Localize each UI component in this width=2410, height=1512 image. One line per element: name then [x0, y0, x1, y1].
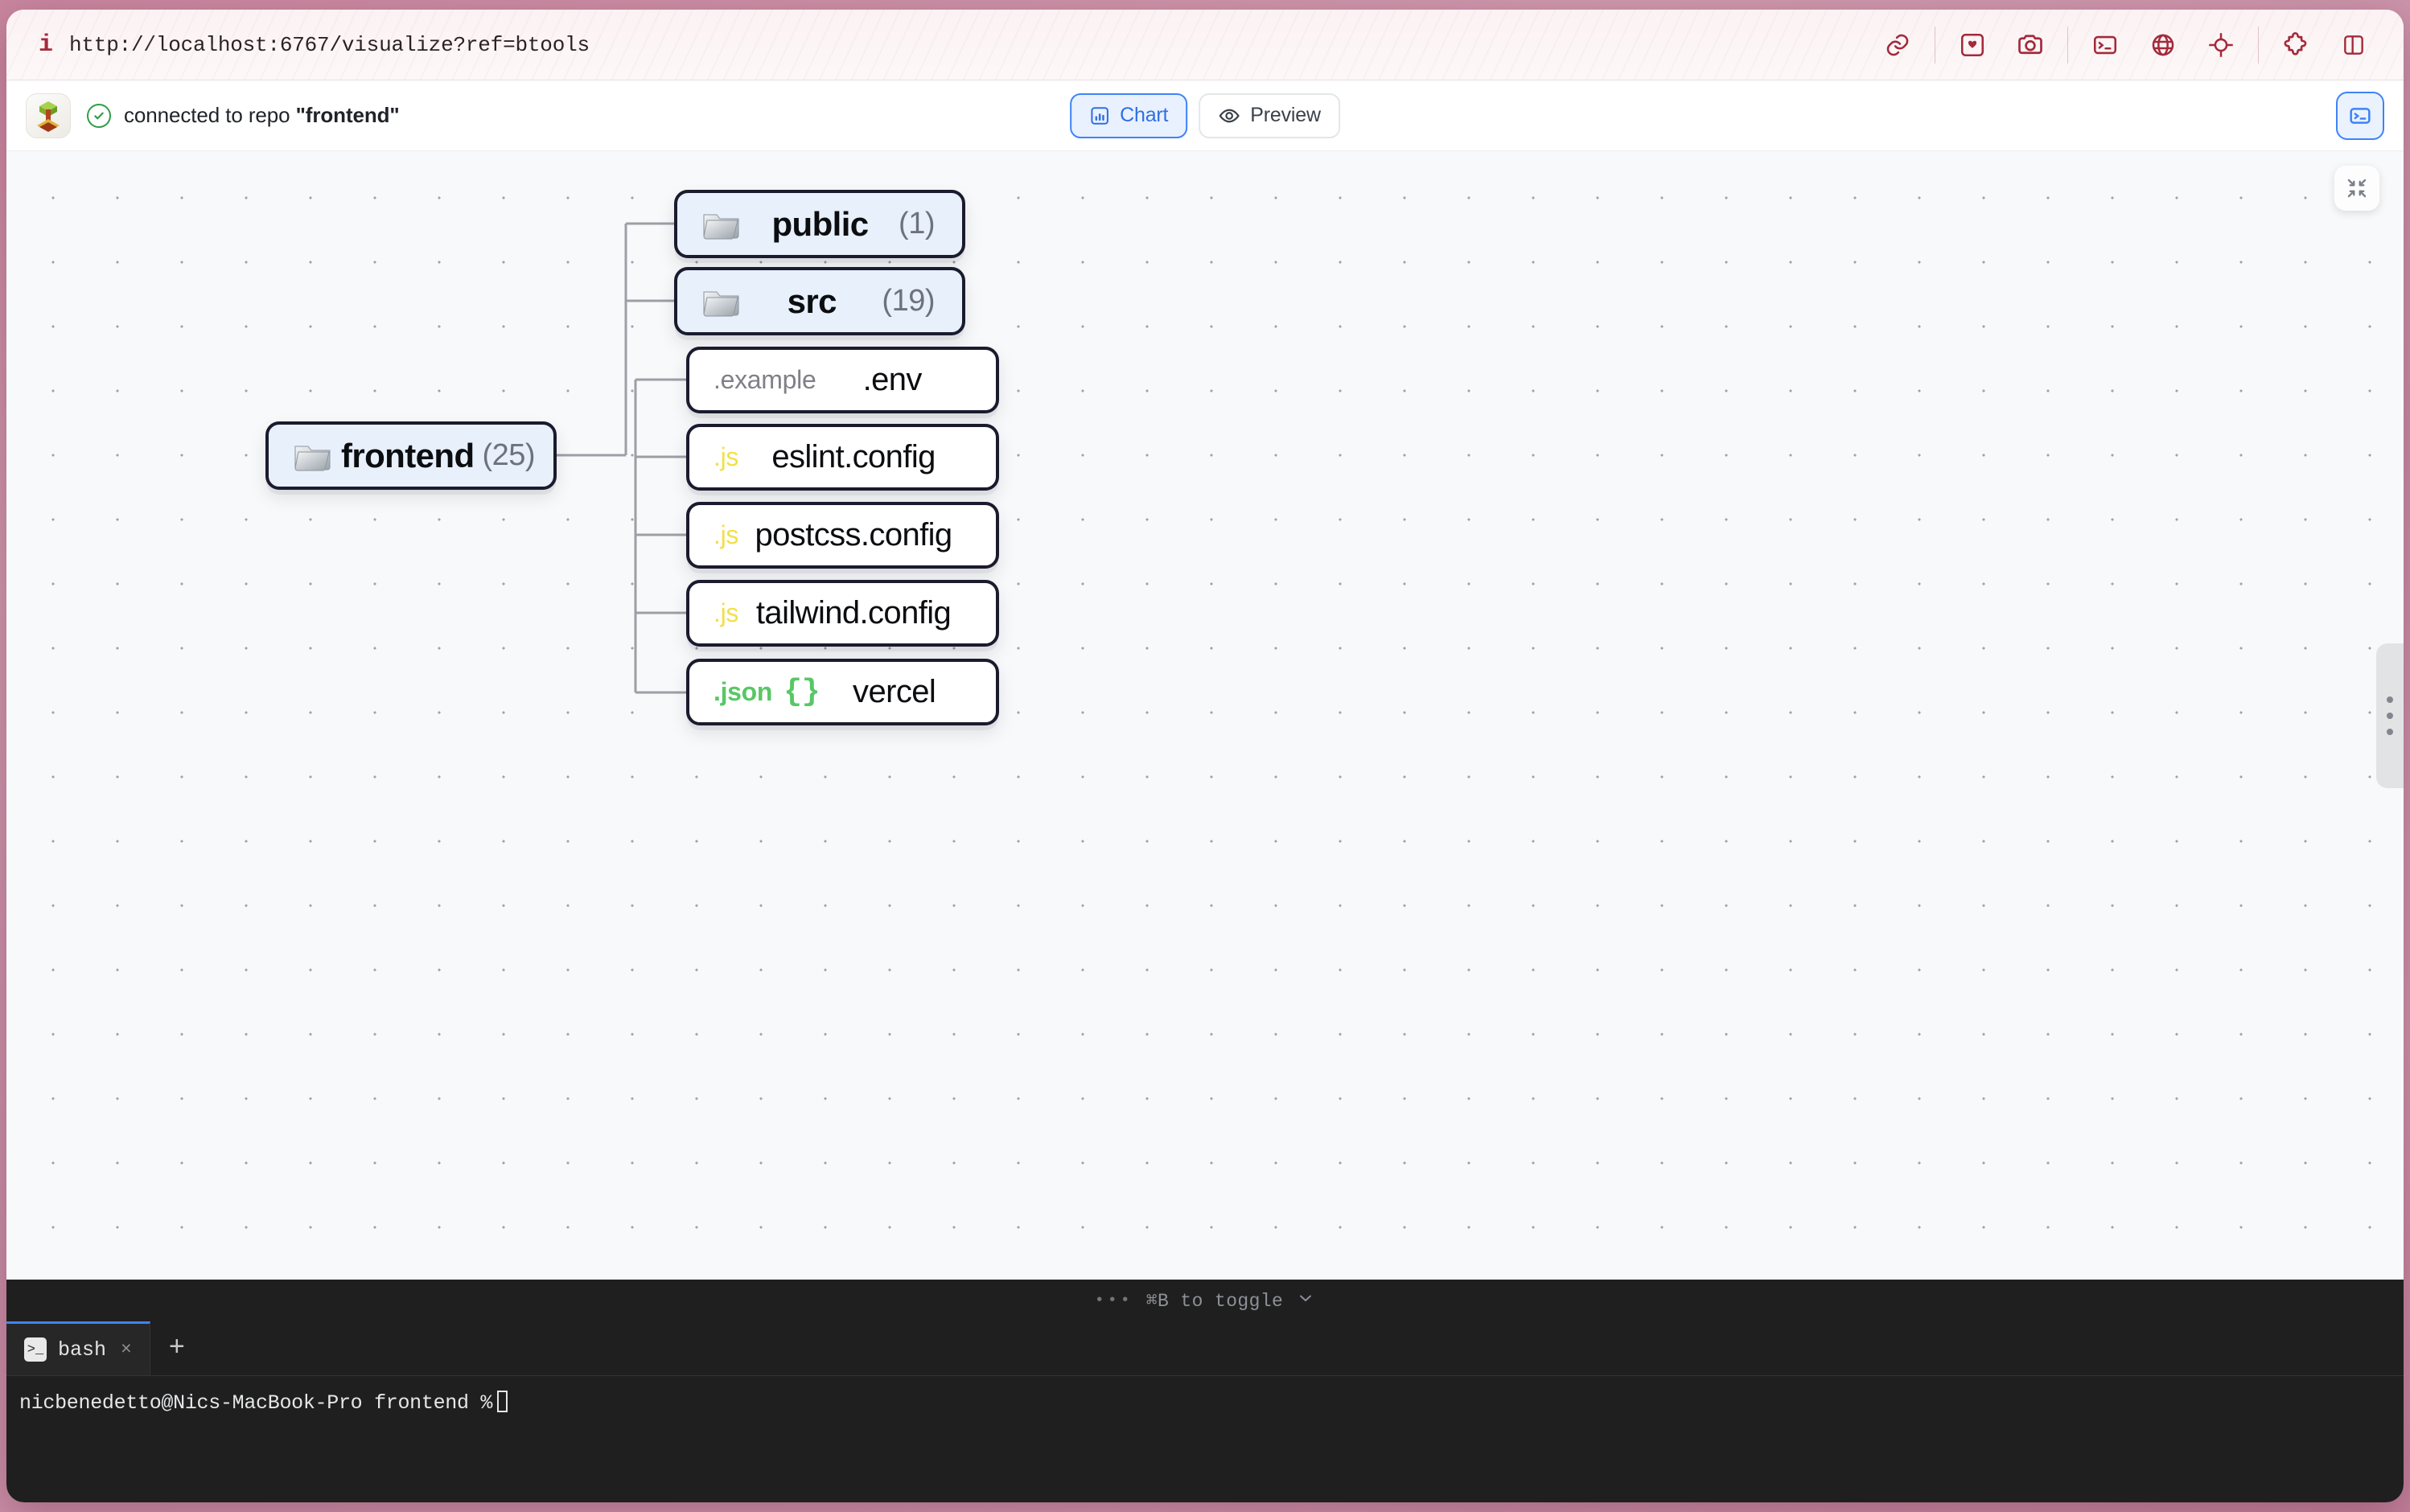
tab-chart-label: Chart	[1120, 104, 1169, 126]
terminal-cursor	[497, 1391, 508, 1412]
handle-dot	[2387, 696, 2393, 703]
tree-logo-icon	[26, 92, 71, 138]
view-tabs: Chart Preview	[1070, 92, 1340, 138]
globe-icon[interactable]	[2141, 23, 2185, 67]
json-braces-icon: {}	[783, 675, 820, 709]
tab-preview[interactable]: Preview	[1199, 92, 1340, 138]
connection-status: connected to repo "frontend"	[87, 103, 400, 128]
camera-icon[interactable]	[2009, 23, 2052, 67]
terminal-tab-bar: >_ bash × +	[6, 1321, 2404, 1376]
app-header: connected to repo "frontend" Chart	[6, 80, 2404, 151]
node-env-example-label: .env	[862, 362, 923, 397]
node-tailwind-config[interactable]: .js tailwind.config	[686, 580, 999, 647]
vertical-dots-handle[interactable]	[2376, 643, 2404, 788]
status-prefix: connected to repo	[124, 103, 296, 127]
file-extension-text: .json	[714, 677, 773, 706]
image-icon[interactable]	[1951, 23, 1994, 67]
handle-dot	[2387, 712, 2393, 719]
toolbar-divider	[2258, 26, 2259, 64]
root-node[interactable]: frontend (25)	[265, 421, 557, 490]
check-circle-icon	[87, 103, 111, 128]
root-node-label: frontend	[341, 436, 475, 475]
edge-connectors	[556, 222, 686, 694]
eye-icon	[1218, 105, 1240, 127]
shell-prompt-icon: >_	[24, 1337, 47, 1362]
node-src[interactable]: src (19)	[674, 267, 965, 335]
browser-toolbar-icons	[1869, 23, 2383, 67]
terminal-prompt: nicbenedetto@Nics-MacBook-Pro frontend %	[19, 1391, 493, 1415]
toggle-dots: •••	[1094, 1291, 1133, 1310]
terminal-toggle-button[interactable]	[2336, 91, 2384, 140]
handle-dot	[2387, 728, 2393, 735]
terminal-toggle-bar[interactable]: ••• ⌘B to toggle	[6, 1280, 2404, 1321]
toolbar-divider	[2067, 26, 2068, 64]
graph-canvas[interactable]: frontend (25) public (1) src (	[6, 151, 2404, 1280]
node-postcss-config[interactable]: .js postcss.config	[686, 502, 999, 569]
file-extension-badge: .js	[714, 520, 739, 549]
file-extension-badge: .js	[714, 598, 739, 627]
file-extension-badge: .js	[714, 442, 739, 471]
target-icon[interactable]	[2199, 23, 2243, 67]
add-terminal-tab-button[interactable]: +	[168, 1333, 186, 1364]
puzzle-icon[interactable]	[2274, 23, 2317, 67]
node-env-example[interactable]: .example .env	[686, 347, 999, 413]
node-eslint-config[interactable]: .js eslint.config	[686, 424, 999, 491]
folder-icon	[701, 207, 742, 241]
terminal-icon[interactable]	[2083, 23, 2127, 67]
terminal-panel: ••• ⌘B to toggle >_ bash × + nicbenedett…	[6, 1280, 2404, 1502]
terminal-tab-label: bash	[58, 1337, 107, 1362]
file-extension-badge: .json {}	[714, 675, 820, 709]
repo-name: "frontend"	[295, 103, 400, 127]
chevron-down-icon[interactable]	[1296, 1288, 1315, 1313]
node-postcss-config-label: postcss.config	[755, 517, 953, 553]
file-extension-badge: .example	[714, 365, 816, 394]
terminal-tab-bash[interactable]: >_ bash ×	[6, 1321, 150, 1375]
link-icon[interactable]	[1876, 23, 1919, 67]
close-icon[interactable]: ×	[121, 1339, 132, 1360]
folder-icon	[293, 439, 333, 473]
brand-block: connected to repo "frontend"	[26, 92, 400, 138]
url-text[interactable]: http://localhost:6767/visualize?ref=btoo…	[69, 32, 590, 57]
tab-chart[interactable]: Chart	[1070, 92, 1188, 138]
node-public-label: public	[771, 204, 869, 243]
node-src-label: src	[787, 281, 837, 320]
root-node-count: (25)	[482, 438, 536, 472]
browser-chrome-bar: i http://localhost:6767/visualize?ref=bt…	[6, 10, 2404, 80]
node-public-count: (1)	[899, 207, 935, 240]
browser-window: i http://localhost:6767/visualize?ref=bt…	[6, 10, 2404, 1502]
node-src-count: (19)	[882, 284, 935, 318]
tab-preview-label: Preview	[1250, 104, 1321, 126]
info-icon: i	[38, 31, 53, 59]
collapse-arrows-icon[interactable]	[2334, 166, 2379, 211]
node-vercel-json-label: vercel	[853, 674, 936, 709]
connection-status-text: connected to repo "frontend"	[124, 103, 400, 128]
bar-chart-icon	[1089, 105, 1110, 126]
node-public[interactable]: public (1)	[674, 190, 965, 258]
terminal-toggle-label: ⌘B to toggle	[1145, 1290, 1284, 1312]
terminal-output[interactable]: nicbenedetto@Nics-MacBook-Pro frontend %	[6, 1376, 2404, 1502]
split-panel-icon[interactable]	[2332, 23, 2375, 67]
folder-icon	[701, 285, 742, 318]
node-eslint-config-label: eslint.config	[771, 439, 936, 475]
node-tailwind-config-label: tailwind.config	[755, 595, 952, 631]
node-vercel-json[interactable]: .json {} vercel	[686, 659, 999, 725]
